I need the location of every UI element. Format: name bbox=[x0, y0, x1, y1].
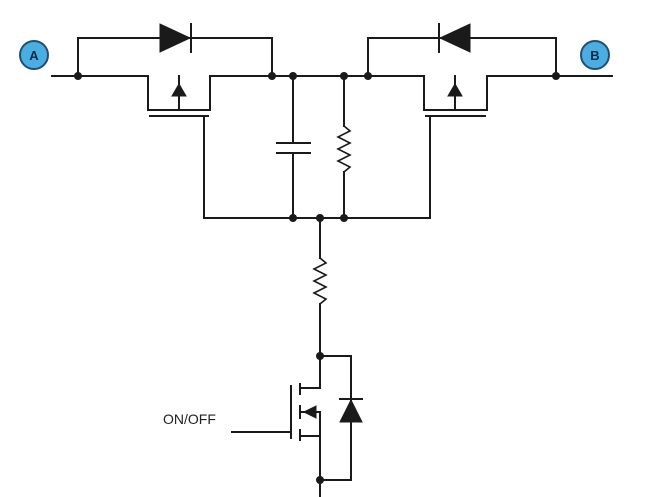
terminal-a: A bbox=[19, 40, 49, 70]
main-bus bbox=[51, 37, 613, 77]
resistor-gate bbox=[336, 75, 352, 219]
mosfet-right bbox=[423, 75, 488, 219]
terminal-a-label: A bbox=[29, 48, 39, 63]
diode-control bbox=[339, 398, 363, 423]
terminal-b-label: B bbox=[590, 48, 599, 63]
diode-left bbox=[159, 23, 192, 53]
terminal-b: B bbox=[580, 40, 610, 70]
on-off-label: ON/OFF bbox=[163, 411, 216, 427]
capacitor bbox=[276, 75, 311, 219]
terminal-b-circle bbox=[580, 40, 610, 70]
control-mosfet bbox=[231, 355, 352, 497]
resistor-series bbox=[312, 217, 328, 357]
junction-dots bbox=[74, 72, 560, 484]
diode-right bbox=[438, 23, 471, 53]
terminal-a-circle bbox=[19, 40, 49, 70]
mosfet-left bbox=[147, 75, 211, 219]
